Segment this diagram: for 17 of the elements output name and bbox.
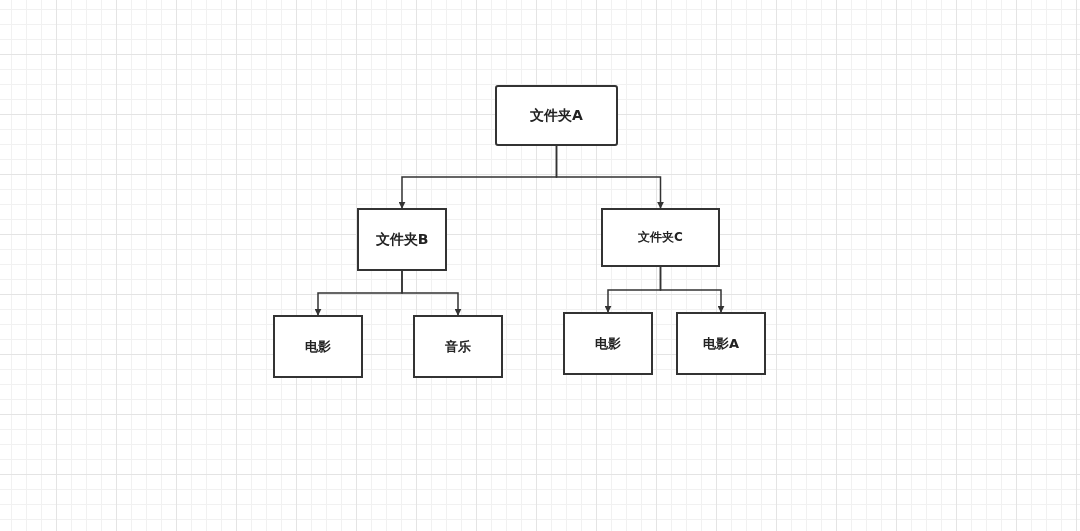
box-label: 电影: [305, 337, 331, 356]
folder-box: [357, 208, 447, 271]
folder-box: [563, 312, 653, 375]
box-label: 文件夹C: [638, 229, 683, 246]
box-label: 文件夹B: [375, 230, 429, 249]
arrow: [555, 145, 664, 209]
folder-box: [273, 315, 363, 378]
box-label: 音乐: [445, 337, 471, 356]
arrow: [401, 270, 462, 316]
folder-box: [413, 315, 503, 378]
box-label: 电影A: [702, 334, 740, 353]
box-label: 电影: [595, 334, 621, 353]
folder-box: [676, 312, 766, 375]
arrow: [659, 266, 725, 313]
folder-box: [601, 208, 720, 267]
box-label: 文件夹A: [530, 106, 583, 125]
folder-box: [495, 85, 618, 146]
